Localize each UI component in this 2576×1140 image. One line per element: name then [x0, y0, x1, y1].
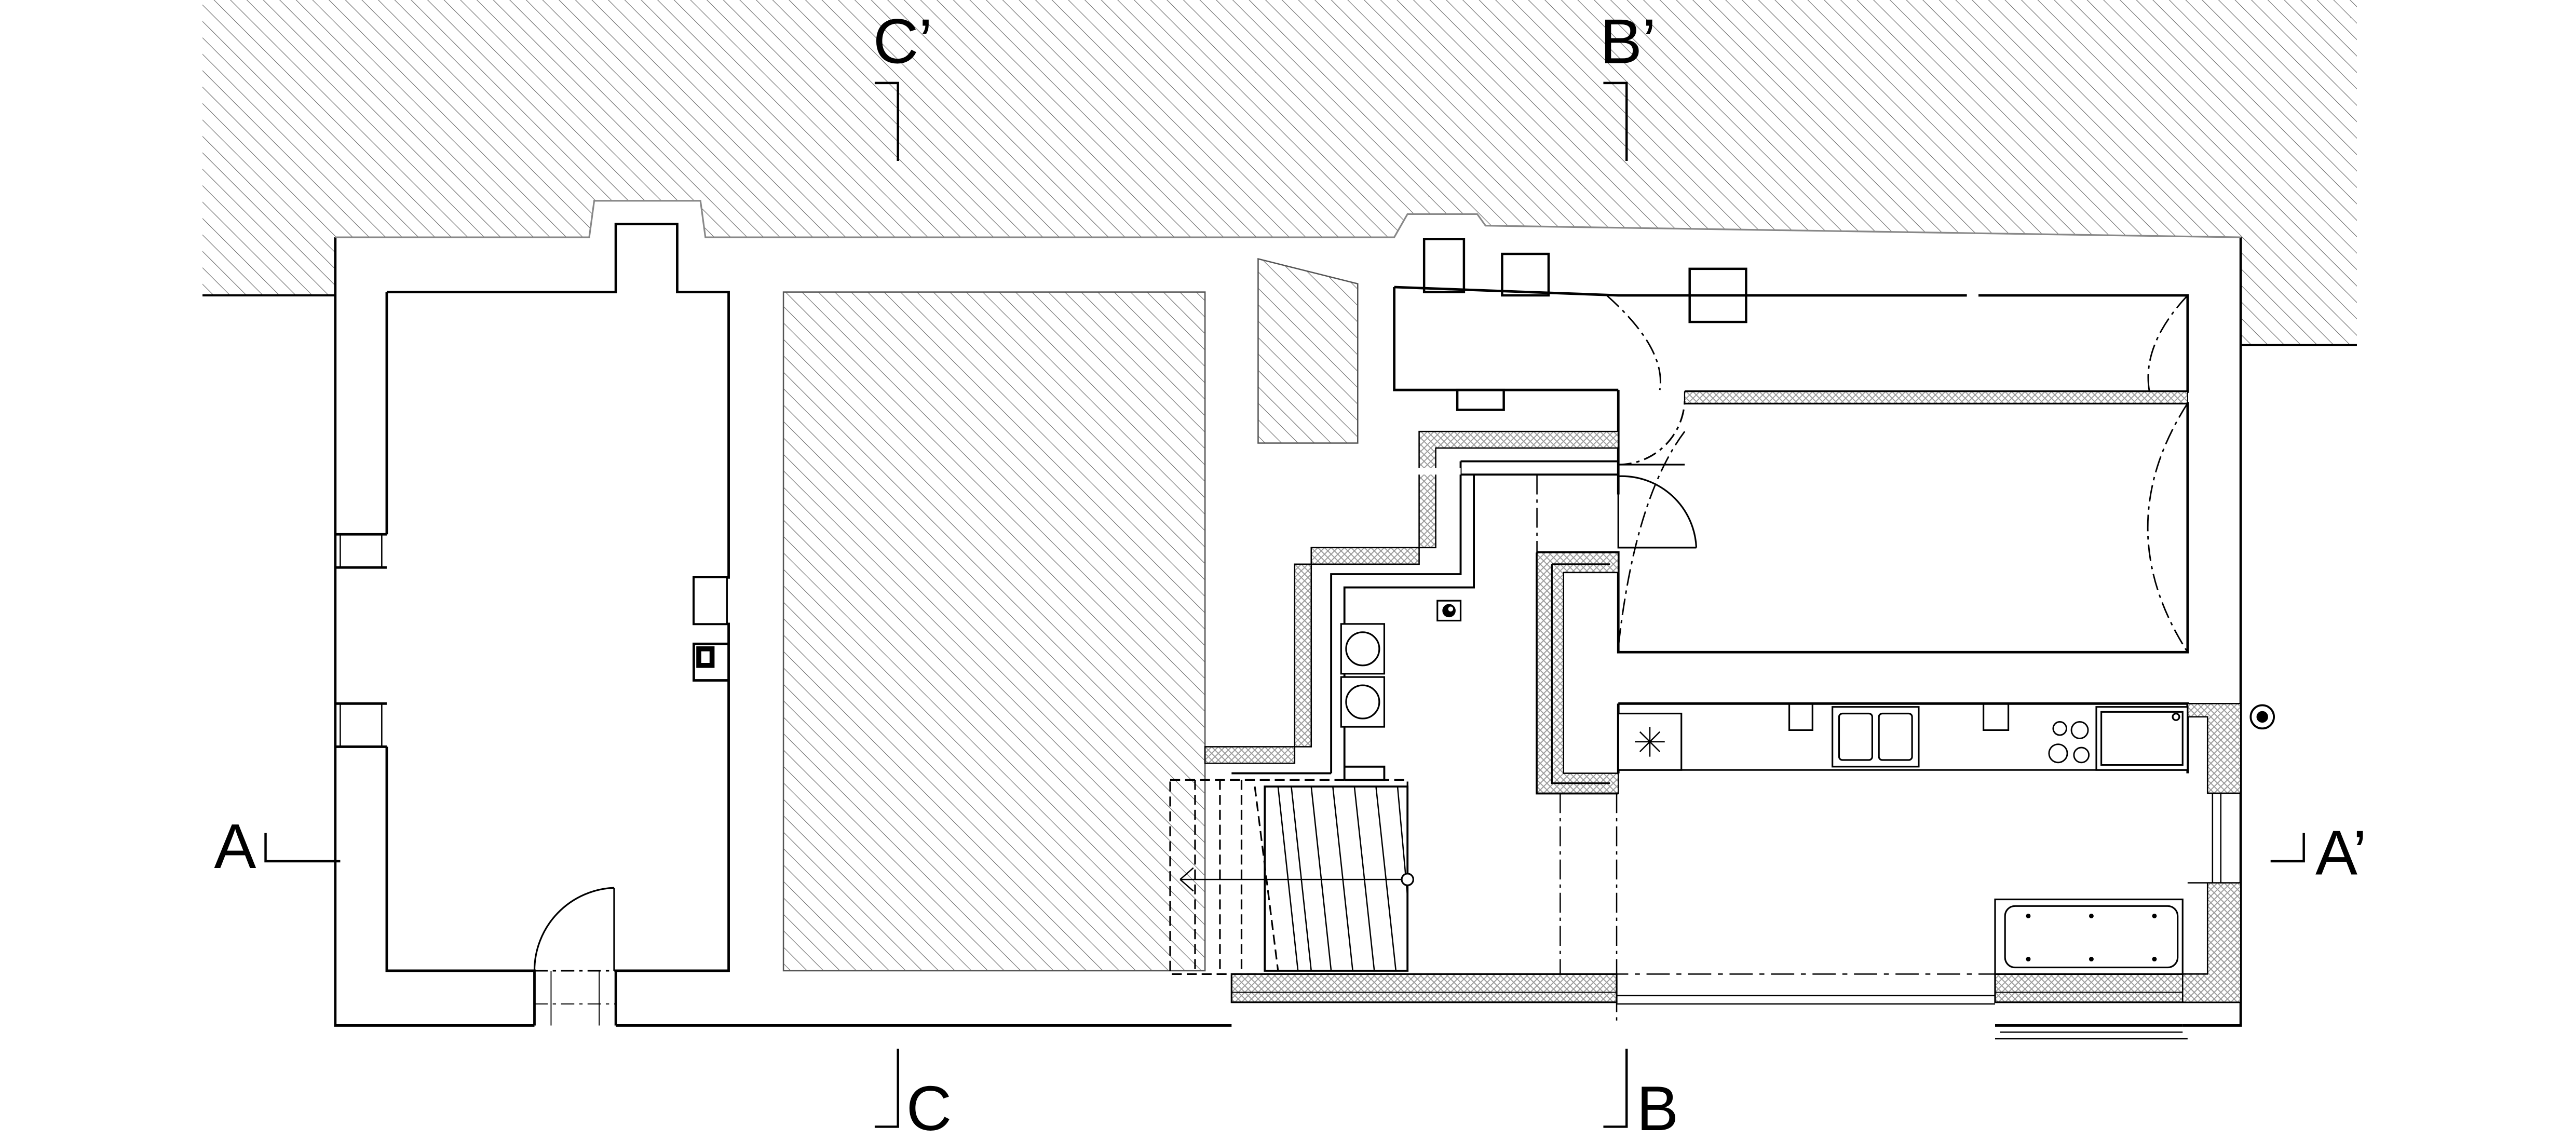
boiler-symbol-stair — [1436, 600, 1462, 622]
section-marker-b-bottom — [1603, 1049, 1628, 1128]
ground-hatch — [202, 0, 2357, 346]
left-room-chimney-box — [693, 576, 728, 668]
left-room — [335, 223, 730, 1026]
hob — [2048, 721, 2090, 764]
section-label-a-right: A’ — [2315, 818, 2367, 888]
kitchen-counter — [1618, 703, 2188, 771]
central-void — [782, 291, 1206, 972]
vaulted-rooms — [1393, 286, 2189, 654]
section-label-a-left: A — [214, 811, 256, 881]
kitchen-insulated-wall — [1536, 552, 2242, 1003]
refrigerator — [1617, 712, 1683, 771]
sink — [1832, 706, 1920, 768]
section-marker-a-left — [264, 833, 341, 863]
kitchen-window-right — [2212, 793, 2222, 883]
hatched-shaft — [1257, 258, 1359, 444]
section-label-b-top: B’ — [1600, 6, 1656, 76]
section-marker-c-bottom — [874, 1049, 899, 1128]
door-swing-left-room — [533, 887, 616, 1026]
section-label-c-top: C’ — [873, 6, 933, 76]
door-swing-upper — [1537, 398, 1698, 549]
stair — [1169, 779, 1414, 975]
washer-units — [1340, 623, 1386, 728]
section-marker-c-top — [874, 82, 899, 161]
insulated-bottom-wall — [1230, 973, 2242, 1040]
bathtub — [1994, 898, 2184, 975]
boiler-symbol-kitchen — [2249, 704, 2275, 730]
oven-unit — [2095, 706, 2189, 771]
section-label-b-bottom: B — [1636, 1073, 1678, 1140]
outer-walls — [334, 200, 2242, 1027]
dashdot-guides — [1536, 474, 1618, 1026]
insulated-stepped-wall — [1204, 430, 1619, 781]
chimney-blocks — [1422, 238, 1747, 411]
section-label-c-bottom: C — [906, 1073, 952, 1140]
vault-arcs — [1606, 294, 2189, 653]
section-marker-a-right — [2270, 833, 2305, 863]
section-marker-b-top — [1603, 82, 1628, 161]
